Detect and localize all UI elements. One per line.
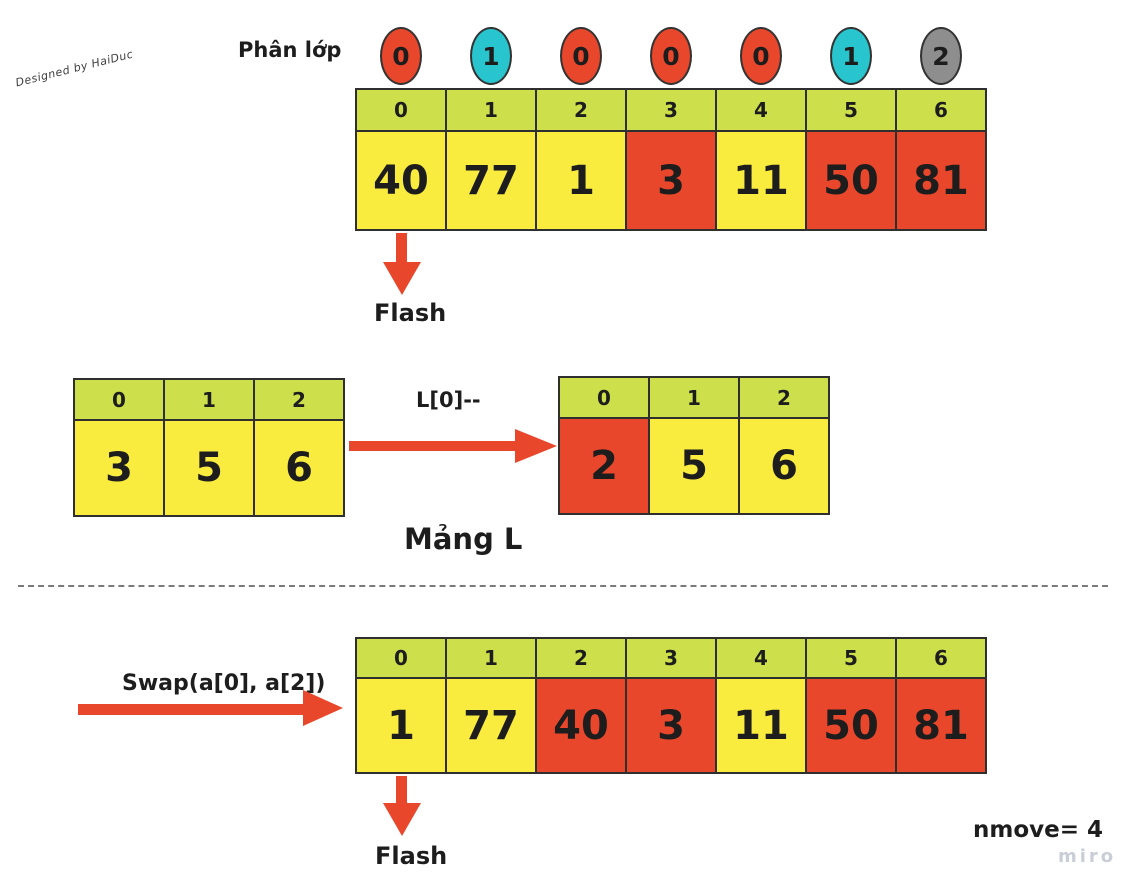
l-array-caption: Mảng L [404,522,523,556]
index-cell: 5 [807,90,895,130]
classification-label: Phân lớp [238,38,342,62]
class-circle: 0 [560,27,602,85]
nmove-counter: nmove= 4 [973,817,1104,843]
index-cell: 2 [740,378,828,417]
index-cell: 6 [897,90,985,130]
value-cell-highlighted: 3 [627,679,715,772]
decrement-operation-label: L[0]-- [416,388,481,412]
flash-step-label: Flash [374,299,447,327]
swap-operation-label: Swap(a[0], a[2]) [122,671,326,696]
value-cell-highlighted: 50 [807,679,895,772]
index-cell: 6 [897,639,985,677]
value-cell-highlighted: 3 [627,132,715,229]
miro-watermark: miro [1058,846,1117,867]
index-cell: 3 [627,90,715,130]
right-arrow-head-icon [303,690,343,726]
class-circle: 0 [650,27,692,85]
designer-credit: Designed by HaiDuc [14,47,135,90]
section-divider [18,585,1108,587]
class-circle: 0 [380,27,422,85]
l-array-before: 0 1 2 3 5 6 [73,378,345,517]
value-cell-highlighted: 40 [537,679,625,772]
index-cell: 4 [717,90,805,130]
value-cell: 11 [717,679,805,772]
value-cell: 6 [255,421,343,515]
index-cell: 2 [255,380,343,419]
down-arrow-shaft [396,233,407,264]
index-cell: 0 [75,380,163,419]
index-cell: 1 [447,639,535,677]
value-cell: 1 [537,132,625,229]
value-cell: 40 [357,132,445,229]
value-cell-highlighted: 2 [560,419,648,513]
value-cell-highlighted: 81 [897,679,985,772]
index-cell: 4 [717,639,805,677]
right-arrow-shaft [349,441,517,451]
index-cell: 1 [447,90,535,130]
down-arrow-head-icon [383,803,421,836]
l-array-after: 0 1 2 2 5 6 [558,376,830,515]
top-array: 0 1 2 3 4 5 6 40 77 1 3 11 50 81 [355,88,987,231]
index-cell: 3 [627,639,715,677]
class-circle: 1 [470,27,512,85]
index-cell: 1 [650,378,738,417]
down-arrow-shaft [396,776,407,805]
flash-step-label: Flash [375,842,448,870]
value-cell-highlighted: 81 [897,132,985,229]
value-cell: 6 [740,419,828,513]
class-circle: 1 [830,27,872,85]
value-cell: 5 [165,421,253,515]
index-cell: 5 [807,639,895,677]
bottom-array: 0 1 2 3 4 5 6 1 77 40 3 11 50 81 [355,637,987,774]
index-cell: 2 [537,639,625,677]
value-cell: 77 [447,132,535,229]
class-circle: 0 [740,27,782,85]
value-cell: 3 [75,421,163,515]
index-cell: 0 [357,90,445,130]
index-cell: 0 [560,378,648,417]
right-arrow-shaft [78,704,306,715]
value-cell: 1 [357,679,445,772]
index-cell: 1 [165,380,253,419]
index-cell: 2 [537,90,625,130]
value-cell-highlighted: 50 [807,132,895,229]
index-cell: 0 [357,639,445,677]
down-arrow-head-icon [383,262,421,295]
class-circle: 2 [920,27,962,85]
value-cell: 77 [447,679,535,772]
value-cell: 11 [717,132,805,229]
right-arrow-head-icon [515,429,557,463]
value-cell: 5 [650,419,738,513]
